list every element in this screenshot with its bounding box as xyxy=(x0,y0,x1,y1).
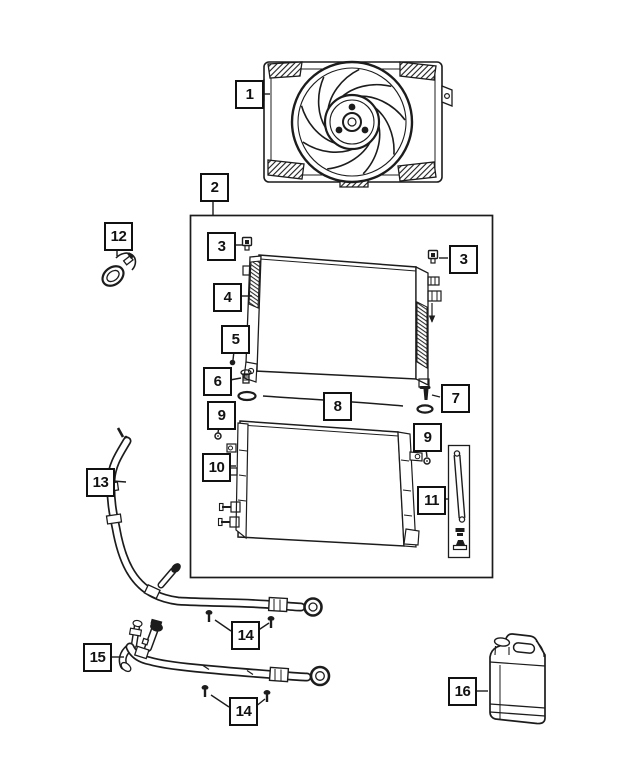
hose-connector xyxy=(101,252,137,287)
bolt xyxy=(201,685,209,697)
callout-1-fan-module[interactable]: 1 xyxy=(235,80,264,109)
grommet-left xyxy=(237,390,257,402)
callout-3-clip-right[interactable]: 3 xyxy=(449,245,478,274)
callout-11-drier[interactable]: 11 xyxy=(417,486,446,515)
callout-14-bolts-upper[interactable]: 14 xyxy=(231,621,260,650)
cooling-fan-module xyxy=(255,60,453,188)
coolant-bottle xyxy=(489,633,546,725)
washer-left xyxy=(214,432,222,440)
callout-16-coolant-bottle[interactable]: 16 xyxy=(448,677,477,706)
callout-leader-lines xyxy=(110,93,488,708)
callout-2-radiator-group[interactable]: 2 xyxy=(200,173,229,202)
radiator-mounting-clip-right xyxy=(427,249,439,264)
callout-7-screw[interactable]: 7 xyxy=(441,384,470,413)
callout-9-washer-left[interactable]: 9 xyxy=(207,401,236,430)
callout-8-seal[interactable]: 8 xyxy=(323,392,352,421)
bolt xyxy=(267,616,275,628)
bolt xyxy=(205,610,213,622)
mounting-screw xyxy=(416,386,434,414)
callout-15-hose-lower[interactable]: 15 xyxy=(83,643,112,672)
callout-14-bolts-lower[interactable]: 14 xyxy=(229,697,258,726)
assembly-group-box xyxy=(189,214,494,579)
drain-plug xyxy=(237,369,257,402)
hose-clamp xyxy=(133,637,150,660)
washer-right xyxy=(423,457,431,465)
condenser xyxy=(217,420,423,548)
retainer-pin xyxy=(229,359,236,366)
grommet-right xyxy=(416,404,434,414)
callout-6-drain-plug[interactable]: 6 xyxy=(203,367,232,396)
callout-3-clip-left[interactable]: 3 xyxy=(207,232,236,261)
callout-4-radiator[interactable]: 4 xyxy=(213,283,242,312)
callout-13-hose-upper[interactable]: 13 xyxy=(86,468,115,497)
radiator-mounting-clip-left xyxy=(241,236,253,251)
bolt xyxy=(263,690,271,702)
callout-9-washer-right[interactable]: 9 xyxy=(413,423,442,452)
hose-bolts xyxy=(201,610,275,702)
callout-5-pin[interactable]: 5 xyxy=(221,325,250,354)
radiator-hose-lower xyxy=(118,618,331,687)
callout-10-condenser[interactable]: 10 xyxy=(202,453,231,482)
callout-12-connector[interactable]: 12 xyxy=(104,222,133,251)
receiver-drier-kit xyxy=(447,444,471,559)
radiator xyxy=(241,254,442,388)
